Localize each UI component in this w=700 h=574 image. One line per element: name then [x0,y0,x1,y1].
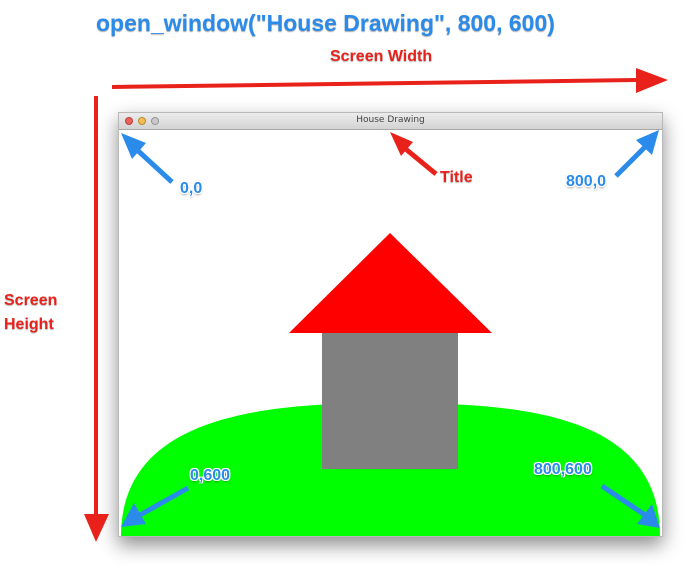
screen-height-label-line1: Screen [4,292,58,309]
title-arrowhead [390,132,413,156]
title-label: Title [440,169,473,186]
minimize-button[interactable] [138,117,146,125]
screen-height-arrowhead [84,514,109,542]
house-wall [322,333,458,469]
screen-width-label: Screen Width [330,48,433,65]
title-arrow [400,144,438,176]
bottom-left-arrowhead [121,503,146,527]
top-right-coord-label: 800,0 [566,173,607,190]
origin-arrow [133,146,174,184]
drawing-canvas [121,233,660,536]
bottom-left-coord-label: 0,600 [190,467,231,484]
origin-arrowhead [121,133,146,159]
green-hill [121,403,660,536]
heading-code: open_window("House Drawing", 800, 600) [96,10,555,36]
close-button[interactable] [125,117,133,125]
window-title: House Drawing [356,115,425,125]
top-right-arrow [614,144,648,178]
bottom-right-arrowhead [637,504,660,528]
zoom-button[interactable] [151,117,159,125]
bottom-right-coord-label: 800,600 [534,461,592,478]
house-drawing-window: House Drawing [118,112,663,537]
top-right-arrowhead [636,130,659,155]
window-titlebar[interactable]: House Drawing [119,113,662,130]
screen-width-arrowhead [636,68,668,93]
house-roof [289,233,492,333]
origin-coord-label: 0,0 [180,180,203,197]
bottom-left-arrow [138,485,190,518]
bottom-right-arrow [600,483,647,518]
screen-height-label-line2: Height [4,316,54,333]
screen-width-arrow [111,78,641,89]
